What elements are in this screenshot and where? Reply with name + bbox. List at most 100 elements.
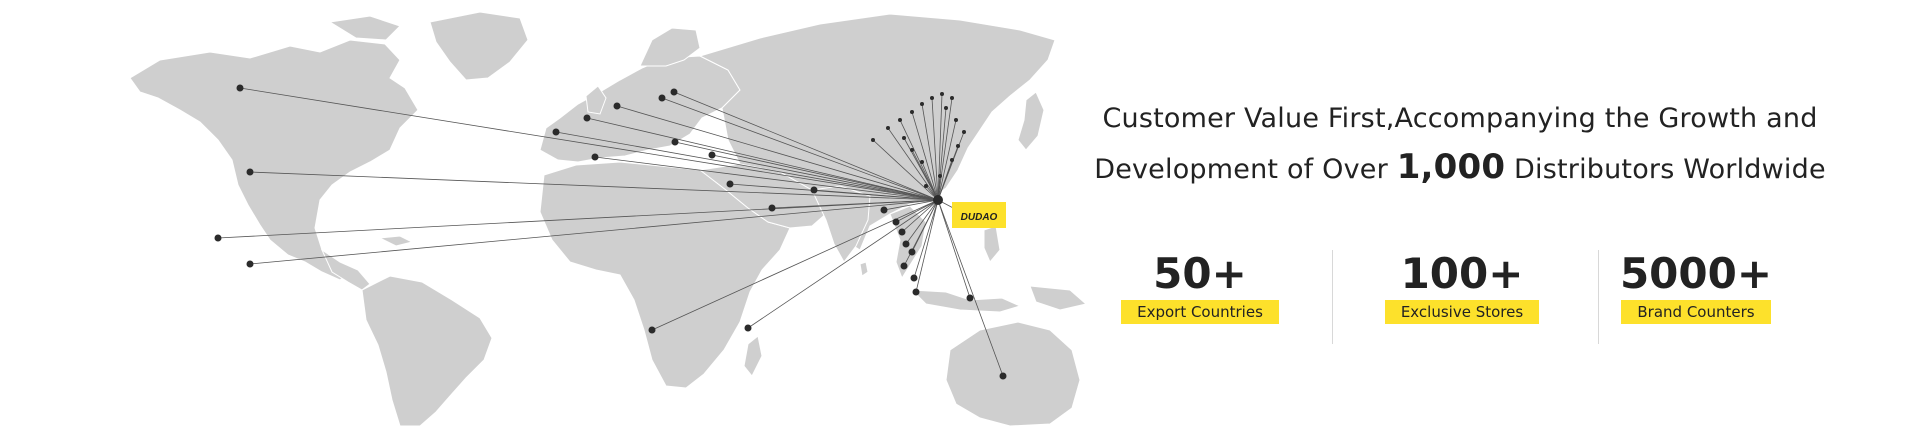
route-line bbox=[586, 117, 939, 201]
location-dot bbox=[999, 372, 1007, 380]
location-dot bbox=[892, 218, 900, 226]
location-dot bbox=[954, 118, 958, 122]
location-dot bbox=[898, 118, 902, 122]
south-america-landmass bbox=[361, 275, 493, 426]
headline-line-2-prefix: Development of Over bbox=[1094, 154, 1397, 185]
brand-label-text: DUDAO bbox=[961, 212, 998, 223]
headline: Customer Value First,Accompanying the Gr… bbox=[1060, 95, 1860, 194]
madagascar-landmass bbox=[743, 335, 763, 377]
location-dot bbox=[246, 168, 254, 176]
route-line bbox=[594, 156, 939, 201]
headline-line-2: Development of Over 1,000 Distributors W… bbox=[1060, 143, 1860, 194]
route-line bbox=[937, 97, 953, 201]
indonesia-islands bbox=[910, 289, 1022, 313]
location-dot bbox=[910, 274, 918, 282]
location-dot bbox=[938, 174, 942, 178]
location-dot bbox=[944, 106, 948, 110]
route-line bbox=[239, 87, 939, 201]
distributor-count: 1,000 bbox=[1396, 147, 1506, 187]
sri-lanka-landmass bbox=[859, 261, 869, 277]
land-masses bbox=[129, 11, 1088, 426]
route-line bbox=[661, 97, 939, 201]
stat-value: 5000+ bbox=[1619, 249, 1773, 298]
japan-landmass bbox=[1017, 91, 1045, 151]
stat-divider bbox=[1598, 250, 1599, 344]
route-line bbox=[872, 139, 939, 201]
route-line bbox=[937, 159, 953, 201]
stat-brand-counters: 5000+ Brand Counters bbox=[1596, 248, 1796, 324]
route-line bbox=[711, 154, 939, 201]
location-dot bbox=[648, 326, 656, 334]
location-dot bbox=[583, 114, 591, 122]
location-dot bbox=[900, 262, 908, 270]
world-map-svg: DUDAO bbox=[129, 11, 1088, 426]
route-line bbox=[217, 199, 939, 239]
location-dot bbox=[810, 186, 818, 194]
india-landmass bbox=[811, 185, 871, 263]
location-dot bbox=[246, 260, 254, 268]
stats-row: 50+ Export Countries 100+ Exclusive Stor… bbox=[1100, 248, 1820, 348]
route-line bbox=[674, 141, 939, 201]
location-dot bbox=[871, 138, 875, 142]
location-dot bbox=[880, 206, 888, 214]
location-dot bbox=[552, 128, 560, 136]
route-line bbox=[747, 199, 939, 329]
location-dot bbox=[950, 158, 954, 162]
route-line bbox=[921, 161, 939, 201]
australia-landmass bbox=[945, 321, 1081, 426]
location-dot bbox=[658, 94, 666, 102]
location-dot bbox=[962, 130, 966, 134]
route-line bbox=[771, 199, 939, 209]
route-line bbox=[899, 119, 939, 201]
route-line bbox=[249, 171, 939, 201]
location-dot bbox=[613, 102, 621, 110]
location-dot bbox=[912, 288, 920, 296]
location-dot bbox=[726, 180, 734, 188]
stat-exclusive-stores: 100+ Exclusive Stores bbox=[1362, 248, 1562, 324]
location-dot bbox=[940, 92, 944, 96]
location-dot bbox=[214, 234, 222, 242]
stat-label: Export Countries bbox=[1121, 300, 1279, 324]
greenland-landmass bbox=[429, 11, 529, 81]
route-line bbox=[883, 199, 939, 211]
route-line bbox=[913, 199, 939, 279]
arctic-islands bbox=[328, 15, 401, 41]
route-line bbox=[616, 105, 939, 201]
uk-landmass bbox=[585, 85, 607, 115]
route-line bbox=[937, 93, 943, 201]
europe-landmass bbox=[539, 55, 741, 163]
stat-label: Exclusive Stores bbox=[1384, 300, 1540, 324]
location-dot bbox=[902, 136, 906, 140]
new-guinea-landmass bbox=[1029, 285, 1088, 311]
scandinavia-landmass bbox=[639, 27, 701, 67]
route-line bbox=[937, 119, 957, 201]
route-line bbox=[901, 199, 939, 233]
location-dot bbox=[966, 294, 974, 302]
location-dot bbox=[910, 148, 914, 152]
stat-value: 100+ bbox=[1400, 249, 1524, 298]
location-dot bbox=[924, 184, 928, 188]
location-dot bbox=[902, 240, 910, 248]
location-dot bbox=[886, 126, 890, 130]
stat-value: 50+ bbox=[1153, 249, 1247, 298]
route-line bbox=[937, 199, 1004, 377]
route-line bbox=[651, 199, 939, 331]
location-dot bbox=[950, 96, 954, 100]
route-line bbox=[937, 199, 971, 299]
stat-export-countries: 50+ Export Countries bbox=[1100, 248, 1300, 324]
location-dot bbox=[671, 138, 679, 146]
hub-dot bbox=[933, 195, 943, 205]
caribbean-islands bbox=[378, 235, 414, 247]
headline-line-2-suffix: Distributors Worldwide bbox=[1505, 154, 1826, 185]
brand-marker: DUDAO bbox=[952, 202, 1006, 228]
route-line bbox=[813, 189, 939, 201]
location-dot bbox=[920, 102, 924, 106]
stat-divider bbox=[1332, 250, 1333, 344]
location-dot bbox=[708, 151, 716, 159]
brand-label-box bbox=[952, 202, 1006, 228]
location-dot bbox=[744, 324, 752, 332]
route-line bbox=[895, 199, 939, 223]
location-dot bbox=[236, 84, 244, 92]
route-line bbox=[905, 199, 939, 245]
location-dot bbox=[898, 228, 906, 236]
